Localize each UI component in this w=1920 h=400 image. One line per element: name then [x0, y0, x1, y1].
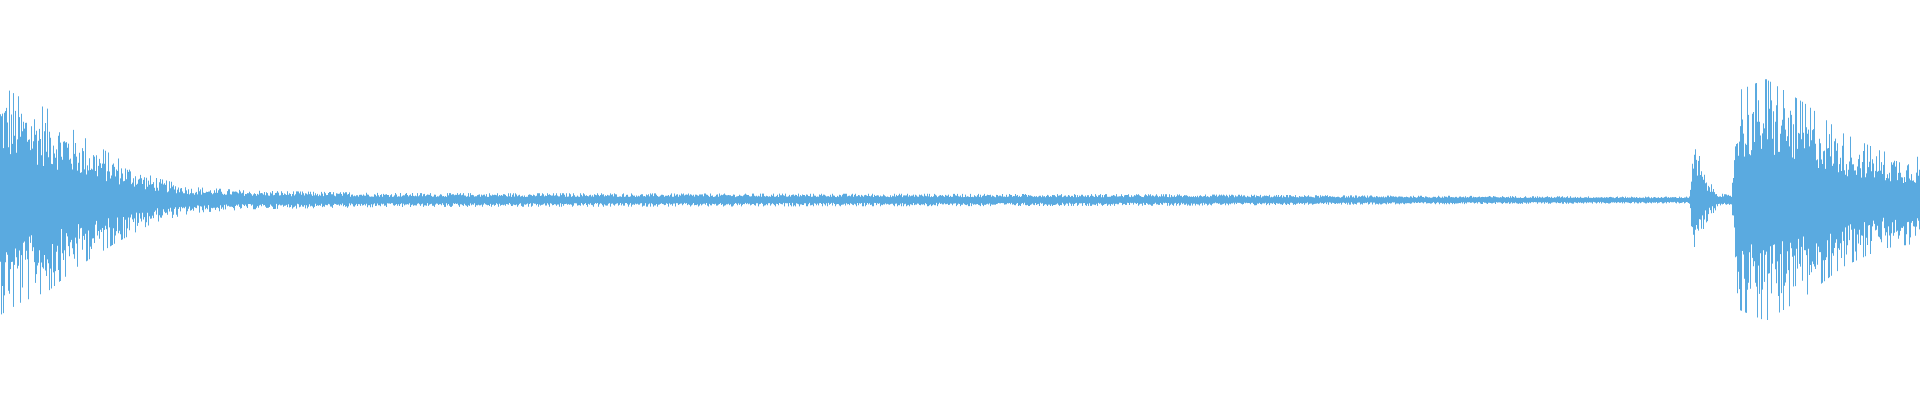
- waveform-trace: [0, 79, 1920, 320]
